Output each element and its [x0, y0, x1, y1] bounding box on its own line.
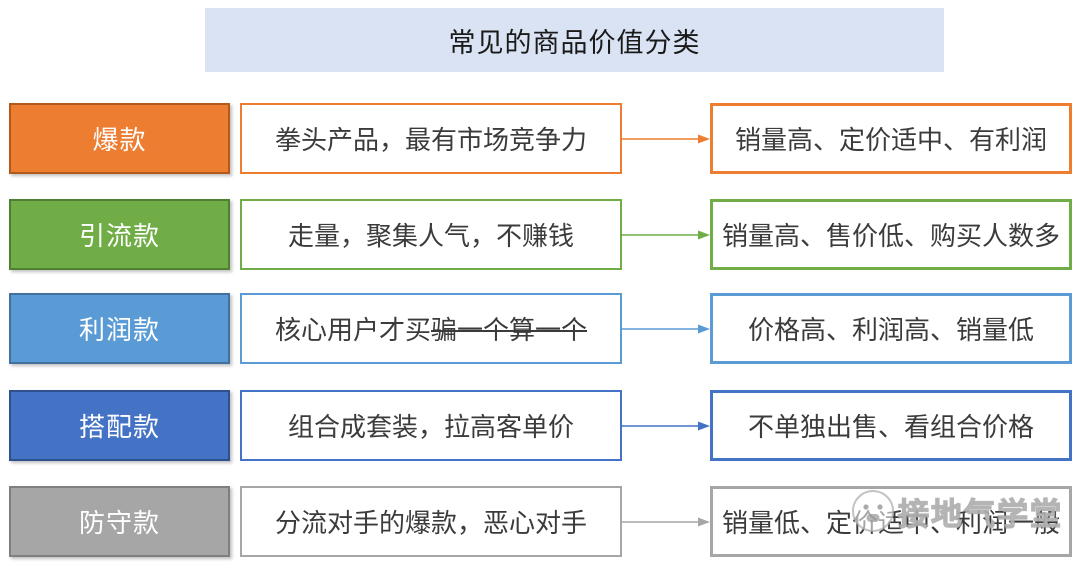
- category-label-box: 引流款: [9, 199, 230, 270]
- category-label-box: 防守款: [9, 486, 230, 557]
- category-result: 不单独出售、看组合价格: [747, 412, 1034, 442]
- category-label-box: 利润款: [9, 293, 230, 364]
- category-desc-box: 组合成套装，拉高客单价: [240, 390, 622, 461]
- category-label: 爆款: [92, 125, 147, 155]
- category-result: 销量高、定价适中、有利润: [734, 125, 1047, 155]
- category-row-traffic-item: 引流款 走量，聚集人气，不赚钱 销量高、售价低、购买人数多: [0, 199, 1080, 270]
- diagram-title-text: 常见的商品价值分类: [448, 27, 701, 58]
- category-desc-box: 分流对手的爆款，恶心对手: [240, 486, 622, 557]
- category-row-hot-item: 爆款 拳头产品，最有市场竞争力 销量高、定价适中、有利润: [0, 103, 1080, 174]
- right-arrow-icon: [622, 134, 710, 143]
- category-result: 价格高、利润高、销量低: [747, 315, 1034, 345]
- category-label: 利润款: [78, 315, 160, 345]
- category-label-box: 爆款: [9, 103, 230, 174]
- category-row-defense-item: 防守款 分流对手的爆款，恶心对手 销量低、定价适中、利润一般: [0, 486, 1080, 557]
- category-desc: 核心用户才买: [274, 315, 431, 345]
- category-label-box: 搭配款: [9, 390, 230, 461]
- category-row-bundle-item: 搭配款 组合成套装，拉高客单价 不单独出售、看组合价格: [0, 390, 1080, 461]
- category-result-box: 销量高、售价低、购买人数多: [710, 199, 1072, 270]
- right-arrow-icon: [622, 517, 710, 526]
- category-label: 防守款: [78, 508, 160, 538]
- category-result-box: 价格高、利润高、销量低: [710, 293, 1072, 364]
- category-row-profit-item: 利润款 核心用户才买骗一个算一个 价格高、利润高、销量低: [0, 293, 1080, 364]
- category-desc-box: 核心用户才买骗一个算一个: [240, 293, 622, 364]
- category-desc: 拳头产品，最有市场竞争力: [274, 125, 587, 155]
- category-desc: 组合成套装，拉高客单价: [287, 412, 574, 442]
- category-desc-box: 走量，聚集人气，不赚钱: [240, 199, 622, 270]
- category-result-box: 销量低、定价适中、利润一般: [710, 486, 1072, 557]
- category-desc: 分流对手的爆款，恶心对手: [274, 508, 587, 538]
- right-arrow-icon: [622, 324, 710, 333]
- category-result-box: 不单独出售、看组合价格: [710, 390, 1072, 461]
- category-desc: 走量，聚集人气，不赚钱: [287, 221, 574, 251]
- category-label: 搭配款: [78, 412, 160, 442]
- category-result: 销量低、定价适中、利润一般: [721, 508, 1060, 538]
- category-label: 引流款: [78, 221, 160, 251]
- right-arrow-icon: [622, 421, 710, 430]
- category-result-box: 销量高、定价适中、有利润: [710, 103, 1072, 174]
- category-result: 销量高、售价低、购买人数多: [721, 221, 1060, 251]
- diagram-title: 常见的商品价值分类: [205, 8, 944, 72]
- right-arrow-icon: [622, 230, 710, 239]
- category-desc-strikethrough: 骗一个算一个: [431, 315, 588, 345]
- category-desc-box: 拳头产品，最有市场竞争力: [240, 103, 622, 174]
